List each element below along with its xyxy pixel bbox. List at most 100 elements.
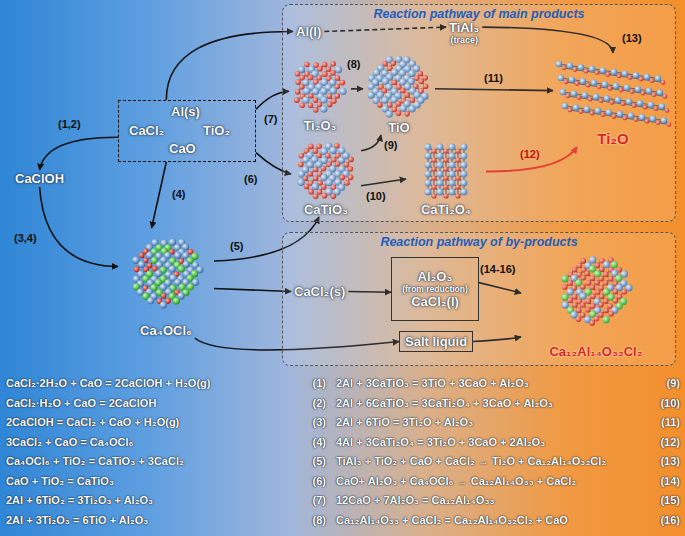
- reaction-arrow: [214, 289, 291, 292]
- equation-number: (2): [313, 397, 326, 409]
- equation-number: (16): [660, 514, 680, 526]
- equation-number: (3): [313, 416, 326, 428]
- region-title: Reaction pathway of by-products: [380, 235, 577, 249]
- node-text: CaCl₂(l): [411, 294, 459, 309]
- equation-number: (10): [660, 397, 680, 409]
- reaction-number: (5): [230, 240, 243, 252]
- node-text: CaClOH: [15, 171, 64, 186]
- node-text: Salt liquid: [405, 334, 467, 349]
- equation-number: (6): [313, 475, 326, 487]
- crystal-node: Ca₄OCl₆: [118, 228, 214, 338]
- equation: CaO+ Al₂O₃ + Ca₄OCl₆ → Ca₁₂Al₁₄O₃₃ + CaC…: [336, 475, 576, 487]
- atom: [187, 283, 194, 290]
- atom: [132, 257, 139, 264]
- equation: Ca₄OCl₆ + TiO₂ = CaTiO₃ + 3CaCl₂: [6, 455, 184, 467]
- reaction-number: (1,2): [58, 118, 81, 130]
- equation-number: (7): [313, 494, 326, 506]
- equation: 3CaCl₂ + CaO = Ca₄OCl₆: [6, 436, 134, 448]
- equation-number: (12): [660, 436, 680, 448]
- equation: 2Al + 3Ti₂O₃ = 6TiO + Al₂O₃: [6, 514, 148, 526]
- reaction-number: (9): [384, 139, 397, 151]
- node-text: Al(l): [296, 24, 321, 39]
- node-text: TiO₂: [203, 123, 230, 138]
- reaction-arrow: [166, 31, 293, 100]
- equation: 12CaO + 7Al₂O₃ = Ca₁₂Al₁₄O₃₃: [336, 494, 495, 506]
- equation: CaO + TiO₂ = CaTiO₃: [6, 475, 114, 487]
- compound-label: Al(l): [293, 23, 324, 40]
- equation-number: (5): [313, 455, 326, 467]
- compound-label: CaClOH: [12, 170, 67, 187]
- compound-label: TiAl₃(trace): [446, 19, 482, 46]
- atom: [139, 253, 145, 259]
- equation: CaCl₂·H₂O + CaO = 2CaClOH: [6, 397, 156, 409]
- equation: 2Al + 6TiO₂ = 3Ti₂O₃ + Al₂O₃: [6, 494, 153, 506]
- node-text: Al₂O₃: [418, 269, 453, 284]
- node-text: TiO: [388, 120, 409, 135]
- crystal-node: CaTiO₃: [291, 139, 361, 217]
- equation-number: (11): [661, 416, 680, 428]
- reaction-number: (6): [244, 173, 257, 185]
- product-node: Ca₁₂Al₁₄O₃₂Cl₂: [521, 249, 671, 359]
- node-text: Ti₂O₃: [303, 118, 336, 133]
- equation-number: (1): [313, 377, 326, 389]
- atom: [161, 293, 167, 299]
- salt-box: Salt liquid: [399, 331, 473, 352]
- equation-number: (8): [313, 514, 326, 526]
- node-text: Ca₁₂Al₁₄O₃₂Cl₂: [549, 344, 642, 359]
- equation-number: (9): [667, 377, 680, 389]
- reaction-arrow: [40, 187, 118, 267]
- reaction-number: (7): [264, 113, 277, 125]
- atom: [160, 301, 167, 308]
- reaction-number: (11): [484, 72, 503, 84]
- atom: [174, 252, 181, 259]
- node-text: CaO: [169, 141, 196, 156]
- node-text: (trace): [450, 35, 478, 45]
- equation: 2Al + 3CaTiO₃ = 3TiO + 3CaO + Al₂O₃: [336, 377, 529, 389]
- reaction-number: (14-16): [480, 263, 515, 275]
- equation-number: (4): [313, 436, 326, 448]
- equation: 2Al + 6TiO = 3Ti₂O + Al₂O₃: [336, 416, 473, 428]
- atom: [147, 297, 154, 304]
- equation: 4Al + 3CaTi₂O₄ = 3Ti₂O + 3CaO + 2Al₂O₃: [336, 436, 545, 448]
- node-text: CaTiO₃: [304, 202, 348, 217]
- node-text: CaCl₂: [129, 123, 164, 138]
- reaction-arrow: [40, 137, 118, 170]
- equation-number: (13): [660, 455, 680, 467]
- reaction-number: (8): [347, 58, 360, 70]
- crystal-node: Ti₂O₃: [289, 57, 351, 133]
- node-text: Al(s): [171, 104, 200, 119]
- equation: 2Al + 6CaTiO₃ = 3CaTi₂O₄ + 3CaO + Al₂O₃: [336, 397, 553, 409]
- melt-box: Al₂O₃(from reduction)CaCl₂(l): [391, 257, 479, 321]
- equation: 2CaClOH = CaCl₂ + CaO + H₂O(g): [6, 416, 179, 428]
- node-text: Ti₂O: [597, 130, 628, 147]
- atom: [178, 265, 185, 272]
- atom: [138, 261, 145, 268]
- region-panel: Reaction pathway of by-productsAl₂O₃(fro…: [282, 232, 676, 366]
- compound-label: CaCl₂(s): [291, 283, 348, 300]
- node-text: TiAl₃: [449, 20, 479, 35]
- reaction-number: (13): [622, 32, 642, 44]
- crystal-node: TiO: [363, 51, 435, 135]
- equation: Ca₁₂Al₁₄O₃₃ + CaCl₂ = Ca₁₂Al₁₄O₃₂Cl₂ + C…: [336, 514, 568, 526]
- node-text: CaCl₂(s): [294, 284, 345, 299]
- crystal-node: CaTi₂O₄: [406, 141, 486, 217]
- reaction-number: (4): [172, 188, 185, 200]
- reaction-number: (3,4): [14, 232, 37, 244]
- region-title: Reaction pathway of main products: [373, 7, 584, 21]
- reaction-number: (12): [520, 148, 540, 160]
- equation-number: (15): [660, 494, 680, 506]
- atom: [134, 267, 140, 273]
- reactant-box: Al(s) CaCl₂ TiO₂ CaO: [118, 100, 256, 162]
- reaction-number: (10): [366, 190, 386, 202]
- equation: CaCl₂·2H₂O + CaO = 2CaClOH + H₂O(g): [6, 377, 210, 389]
- reaction-arrow: [152, 162, 167, 228]
- equation: TiAl₃ + TiO₂ + CaO + CaCl₂ → Ti₂O + Ca₁₂…: [336, 455, 606, 467]
- equation-number: (14): [660, 475, 680, 487]
- node-text: (from reduction): [402, 284, 468, 294]
- region-panel: Reaction pathway of main productsAl(l) Ti…: [282, 4, 676, 222]
- node-text: CaTi₂O₄: [421, 202, 471, 217]
- product-node: Ti₂O: [553, 53, 673, 147]
- atom: [173, 297, 180, 304]
- node-text: Ca₄OCl₆: [140, 323, 192, 338]
